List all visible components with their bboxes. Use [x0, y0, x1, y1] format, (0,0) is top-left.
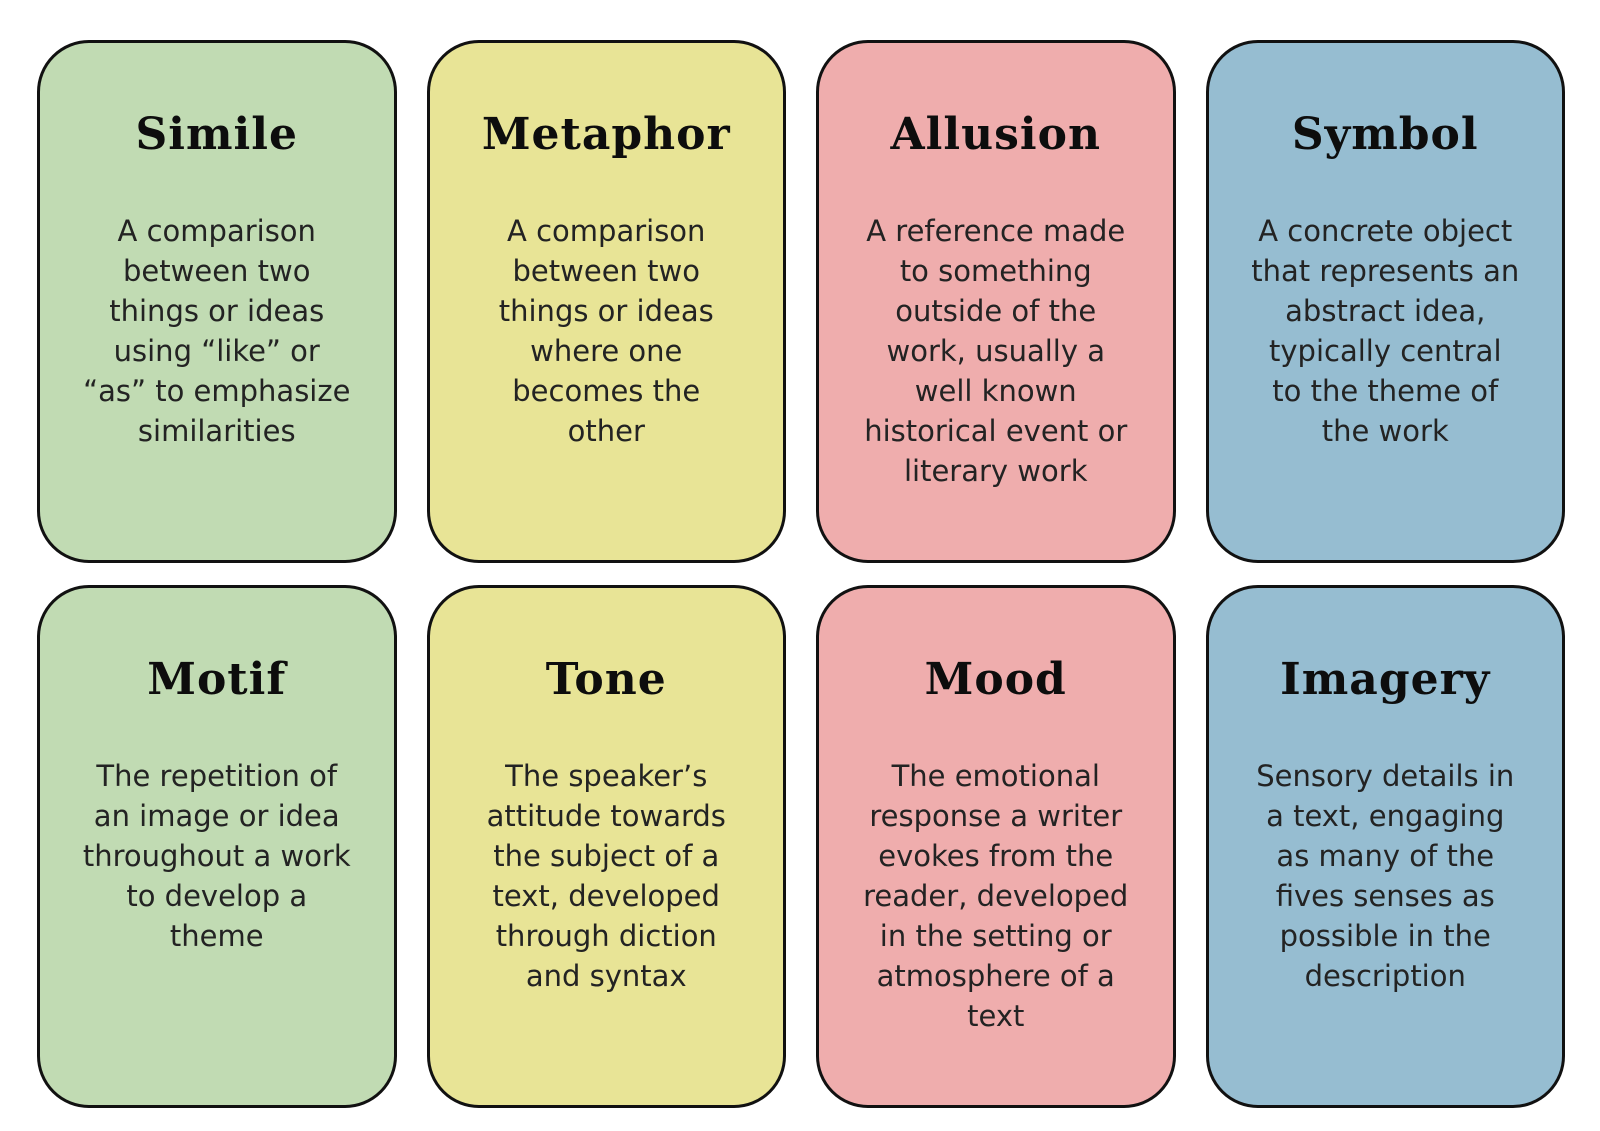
- flashcard-imagery: Imagery Sensory details in a text, engag…: [1205, 585, 1565, 1108]
- card-definition-allusion: A reference made to something outside of…: [864, 214, 1128, 488]
- card-title-tone: Tone: [545, 654, 667, 705]
- card-title-allusion: Allusion: [890, 109, 1101, 160]
- flashcard-motif: Motif The repetition of an image or idea…: [37, 585, 397, 1108]
- flashcard-simile: Simile A comparison between two things o…: [37, 40, 397, 563]
- flashcard-allusion: Allusion A reference made to something o…: [816, 40, 1176, 563]
- card-title-simile: Simile: [135, 109, 298, 160]
- flashcard-mood: Mood The emotional response a writer evo…: [816, 585, 1176, 1108]
- card-definition-motif: The repetition of an image or idea throu…: [82, 759, 351, 953]
- flashcard-tone: Tone The speaker’s attitude towards the …: [426, 585, 786, 1108]
- card-definition-tone: The speaker’s attitude towards the subje…: [486, 759, 726, 993]
- flashcard-symbol: Symbol A concrete object that represents…: [1205, 40, 1565, 563]
- card-definition-symbol: A concrete object that represents an abs…: [1251, 214, 1520, 448]
- card-title-motif: Motif: [147, 654, 287, 705]
- card-definition-simile: A comparison between two things or ideas…: [83, 214, 351, 448]
- card-title-symbol: Symbol: [1291, 109, 1479, 160]
- flashcard-grid: Simile A comparison between two things o…: [37, 40, 1565, 1108]
- card-definition-metaphor: A comparison between two things or ideas…: [498, 214, 714, 448]
- flashcard-metaphor: Metaphor A comparison between two things…: [426, 40, 786, 563]
- card-title-imagery: Imagery: [1280, 654, 1491, 705]
- card-definition-mood: The emotional response a writer evokes f…: [863, 759, 1129, 1033]
- card-title-metaphor: Metaphor: [481, 109, 731, 160]
- card-title-mood: Mood: [924, 654, 1067, 705]
- card-definition-imagery: Sensory details in a text, engaging as m…: [1256, 759, 1515, 993]
